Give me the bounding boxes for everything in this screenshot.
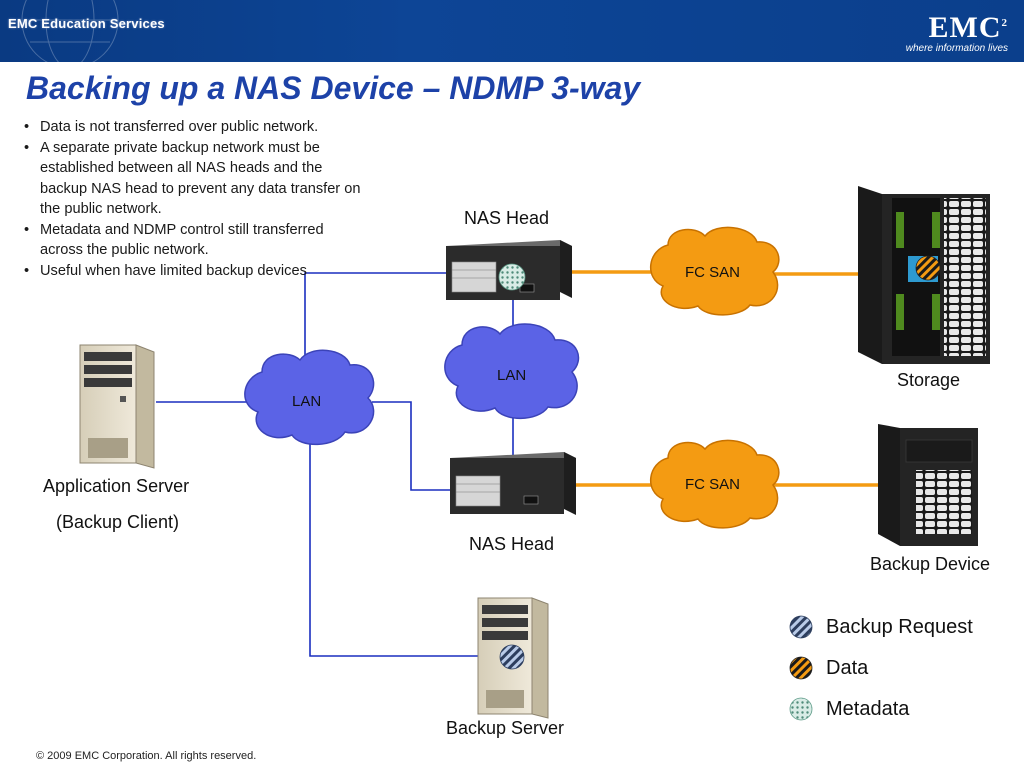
nas-head-bottom-label: NAS Head <box>469 534 555 554</box>
lan-to-bottom-nas-link <box>372 401 450 491</box>
fc-san-cloud-top <box>649 226 780 316</box>
logo-text: EMC <box>928 11 1002 44</box>
legend-backup-request-label: Backup Request <box>826 616 973 638</box>
emc-logo: EMC2 where information lives <box>906 8 1008 55</box>
fc-san-cloud-bottom <box>649 439 780 529</box>
bullet-item: Useful when have limited backup devices <box>22 261 362 282</box>
logo-tagline: where information lives <box>905 43 1008 54</box>
application-server-label: Application Server <box>43 476 190 496</box>
bullet-item: Metadata and NDMP control still transfer… <box>22 220 362 261</box>
lan-cloud-center <box>444 323 580 420</box>
data-marker-icon <box>915 255 941 281</box>
globe-watermark <box>21 0 119 62</box>
lan-cloud-left <box>244 349 375 446</box>
nas-head-top-label: NAS Head <box>464 208 550 228</box>
backup-device-label: Backup Device <box>870 554 991 574</box>
backup-server-label: Backup Server <box>446 718 565 738</box>
fc-san-top-label: FC SAN <box>685 264 741 281</box>
bullet-item: Data is not transferred over public netw… <box>22 117 362 138</box>
lan-to-backup-server-link <box>309 440 480 657</box>
logo-superscript: 2 <box>1001 17 1008 29</box>
data-icon <box>789 656 813 680</box>
backup-request-icon <box>789 615 813 639</box>
storage-array <box>858 186 990 364</box>
lan-left-label: LAN <box>292 393 322 410</box>
application-server-sublabel: (Backup Client) <box>56 512 180 532</box>
backup-server-tower <box>477 597 549 719</box>
metadata-icon <box>789 697 813 721</box>
nas-head-bottom <box>450 452 576 515</box>
san-links <box>570 270 878 487</box>
backup-device-library <box>878 424 978 546</box>
bullet-list: Data is not transferred over public netw… <box>22 117 362 281</box>
backup-request-marker-icon <box>499 644 525 670</box>
legend-icons <box>789 615 813 721</box>
legend-data-label: Data <box>826 657 869 679</box>
application-server-tower <box>79 344 155 469</box>
fc-san-bottom-label: FC SAN <box>685 476 741 493</box>
metadata-marker-icon <box>498 263 526 291</box>
legend-metadata-label: Metadata <box>826 698 910 720</box>
brand-name: EMC Education Services <box>8 16 165 31</box>
storage-label: Storage <box>897 370 961 390</box>
copyright-footer: © 2009 EMC Corporation. All rights reser… <box>36 750 257 762</box>
bullet-item: A separate private backup network must b… <box>22 138 362 220</box>
lan-center-label: LAN <box>497 367 527 384</box>
slide-title: Backing up a NAS Device – NDMP 3-way <box>26 70 641 106</box>
nas-head-top <box>446 240 572 300</box>
header-bar: EMC Education Services EMC2 where inform… <box>0 0 1024 62</box>
